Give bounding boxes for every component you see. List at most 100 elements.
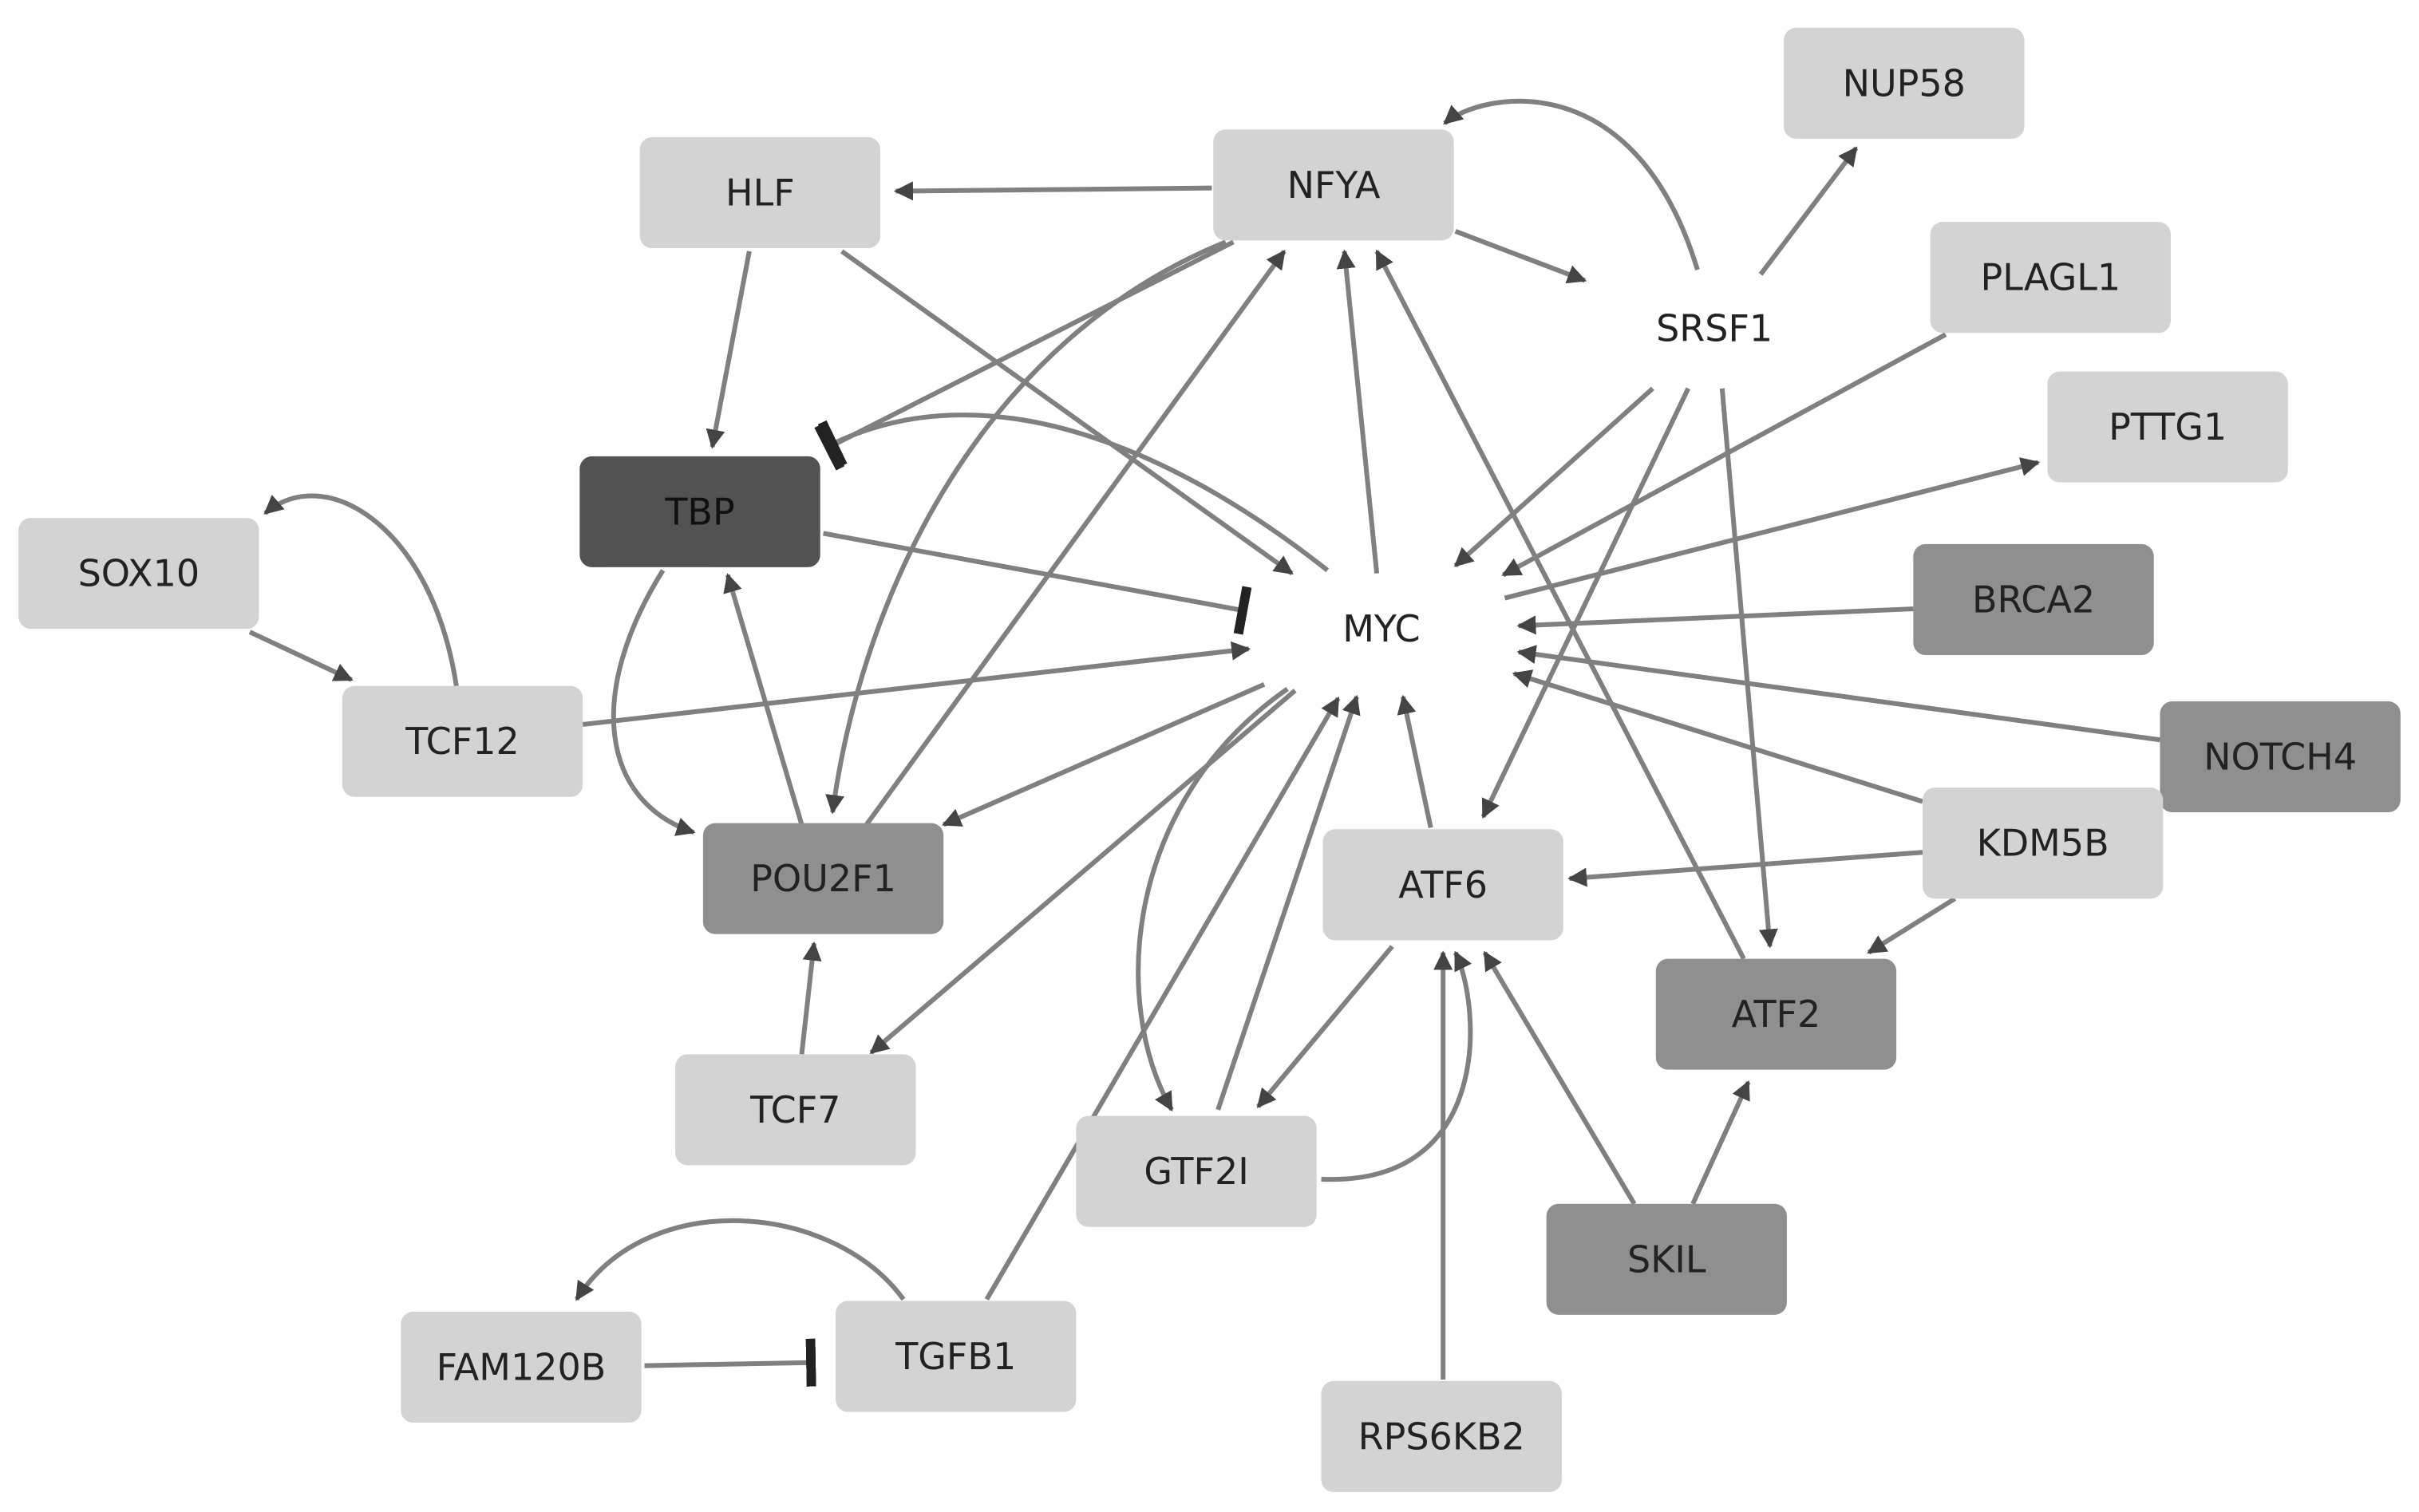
node-tbp[interactable]: TBP — [579, 456, 820, 567]
node-kdm5b[interactable]: KDM5B — [1922, 788, 2164, 899]
node-label-tcf7: TCF7 — [749, 1088, 840, 1131]
node-pttg1[interactable]: PTTG1 — [2047, 371, 2288, 483]
node-label-hlf: HLF — [725, 171, 795, 214]
node-label-brca2: BRCA2 — [1972, 578, 2095, 621]
node-nup58[interactable]: NUP58 — [1784, 27, 2025, 139]
edges-layer — [248, 98, 2160, 1387]
edge-kdm5b-to-atf6 — [1567, 850, 1923, 887]
node-tcf12[interactable]: TCF12 — [342, 685, 583, 797]
edge-pou2f1-to-nfya — [864, 249, 1287, 827]
edge-myc-to-pttg1 — [1504, 457, 2041, 601]
edge-srsf1-to-nfya — [1443, 98, 1700, 270]
node-box-rps6kb2 — [1321, 1380, 1562, 1492]
edge-nfya-to-tbp — [814, 239, 1235, 471]
node-label-plagl1: PLAGL1 — [1980, 256, 2121, 299]
edge-myc-to-tbp — [817, 413, 1330, 573]
edge-tcf7-to-pou2f1 — [799, 941, 822, 1055]
node-box-tcf7 — [675, 1054, 916, 1166]
edge-skil-to-atf6 — [1482, 950, 1637, 1206]
node-sox10[interactable]: SOX10 — [18, 518, 259, 630]
edge-srsf1-to-atf6 — [1480, 387, 1691, 819]
node-atf6[interactable]: ATF6 — [1322, 829, 1563, 941]
node-label-kdm5b: KDM5B — [1977, 822, 2109, 865]
edge-myc-to-nfya — [1336, 249, 1380, 574]
node-skil[interactable]: SKIL — [1546, 1203, 1787, 1315]
edge-tbp-to-pou2f1 — [611, 569, 696, 836]
edge-srsf1-to-myc — [1453, 386, 1654, 568]
node-pou2f1[interactable]: POU2F1 — [702, 823, 944, 934]
edge-skil-to-atf2 — [1690, 1080, 1751, 1205]
node-label-notch4: NOTCH4 — [2204, 736, 2357, 779]
node-box-tcf12 — [342, 685, 583, 797]
node-label-sox10: SOX10 — [78, 552, 200, 595]
node-notch4[interactable]: NOTCH4 — [2160, 701, 2401, 813]
node-box-brca2 — [1913, 543, 2154, 656]
node-srsf1[interactable]: SRSF1 — [1656, 306, 1773, 349]
node-box-skil — [1546, 1203, 1787, 1315]
node-label-atf6: ATF6 — [1398, 863, 1488, 906]
edge-nfya-to-hlf — [893, 181, 1212, 201]
node-label-pttg1: PTTG1 — [2109, 405, 2227, 448]
node-nfya[interactable]: NFYA — [1213, 129, 1454, 241]
node-rps6kb2[interactable]: RPS6KB2 — [1321, 1380, 1562, 1492]
edge-notch4-to-myc — [1516, 645, 2160, 743]
edge-atf6-to-myc — [1397, 694, 1433, 829]
node-tgfb1[interactable]: TGFB1 — [836, 1301, 1077, 1412]
node-label-skil: SKIL — [1627, 1238, 1706, 1281]
edge-kdm5b-to-atf2 — [1867, 896, 1957, 955]
node-box-nfya — [1213, 129, 1454, 241]
edge-hlf-to-tbp — [706, 251, 752, 449]
edge-nfya-to-pou2f1 — [825, 239, 1227, 815]
edge-nfya-to-srsf1 — [1454, 228, 1587, 284]
node-box-notch4 — [2160, 701, 2401, 813]
node-atf2[interactable]: ATF2 — [1655, 958, 1897, 1070]
edge-atf2-to-nfya — [1374, 249, 1746, 960]
node-box-pou2f1 — [702, 823, 944, 934]
node-box-gtf2i — [1076, 1115, 1317, 1227]
edge-tcf12-to-sox10 — [263, 493, 459, 687]
node-label-rps6kb2: RPS6KB2 — [1358, 1415, 1525, 1458]
edge-atf6-to-gtf2i — [1256, 945, 1394, 1108]
edge-srsf1-to-atf2 — [1719, 388, 1778, 949]
node-myc[interactable]: MYC — [1342, 607, 1420, 650]
edge-myc-to-pou2f1 — [942, 681, 1266, 827]
node-box-sox10 — [18, 518, 259, 630]
node-label-pou2f1: POU2F1 — [750, 857, 896, 900]
edge-brca2-to-myc — [1516, 606, 1914, 635]
node-label-nfya: NFYA — [1287, 164, 1381, 207]
edge-hlf-to-myc — [840, 249, 1294, 576]
node-box-plagl1 — [1930, 222, 2171, 334]
edge-gtf2i-to-myc — [1215, 694, 1361, 1111]
node-label-tbp: TBP — [664, 490, 734, 533]
node-brca2[interactable]: BRCA2 — [1913, 543, 2154, 656]
edge-tcf12-to-myc — [582, 641, 1251, 727]
node-tcf7[interactable]: TCF7 — [675, 1054, 916, 1166]
node-label-atf2: ATF2 — [1732, 993, 1821, 1036]
edge-kdm5b-to-myc — [1512, 669, 1923, 804]
node-box-hlf — [639, 136, 881, 249]
node-hlf[interactable]: HLF — [639, 136, 881, 249]
node-box-atf2 — [1655, 958, 1897, 1070]
node-label-fam120b: FAM120B — [437, 1346, 607, 1389]
edge-fam120b-to-tgfb1 — [644, 1338, 816, 1387]
node-box-atf6 — [1322, 829, 1563, 941]
edge-tbp-to-myc — [823, 531, 1252, 635]
edge-tgfb1-to-myc — [984, 697, 1341, 1301]
node-box-fam120b — [401, 1311, 642, 1423]
edge-plagl1-to-myc — [1501, 332, 1947, 578]
node-label-srsf1: SRSF1 — [1656, 306, 1773, 349]
node-box-tgfb1 — [836, 1301, 1077, 1412]
node-label-myc: MYC — [1342, 607, 1420, 650]
edge-gtf2i-to-atf6 — [1321, 950, 1473, 1182]
edge-srsf1-to-nup58 — [1758, 146, 1859, 276]
node-box-tbp — [579, 456, 820, 567]
node-fam120b[interactable]: FAM120B — [401, 1311, 642, 1423]
node-label-tgfb1: TGFB1 — [895, 1335, 1016, 1378]
node-gtf2i[interactable]: GTF2I — [1076, 1115, 1317, 1227]
node-box-kdm5b — [1922, 788, 2164, 899]
node-plagl1[interactable]: PLAGL1 — [1930, 222, 2171, 334]
edge-pou2f1-to-tbp — [723, 573, 804, 826]
node-box-nup58 — [1784, 27, 2025, 139]
